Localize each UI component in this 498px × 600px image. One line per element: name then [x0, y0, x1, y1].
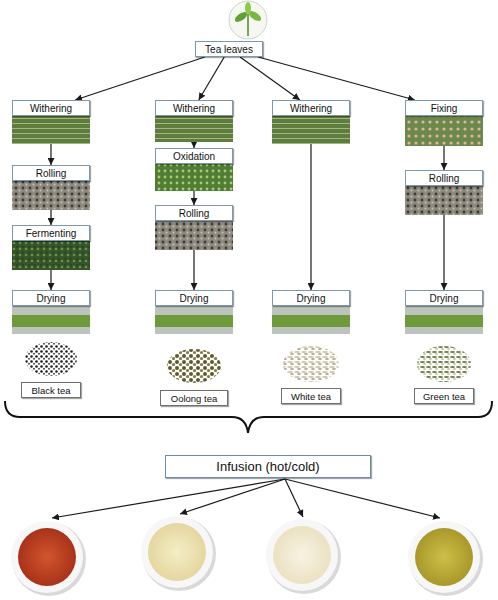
leaf-icon-disc	[229, 1, 267, 39]
node-label: Rolling	[13, 167, 89, 180]
cup-rim	[408, 521, 480, 593]
drying-photo-bg	[405, 306, 483, 334]
process-box: Drying	[405, 290, 483, 306]
infusion-arrow	[285, 479, 440, 518]
drying-belt	[405, 315, 483, 327]
drying-photo-bg	[155, 306, 233, 334]
fixing-photo	[405, 116, 483, 146]
flow-arrow	[258, 57, 415, 100]
process-box: Rolling	[155, 205, 233, 221]
infusion-arrow	[180, 479, 285, 514]
node-label: Fixing	[406, 102, 482, 115]
cup-rim	[11, 521, 83, 593]
cup-rim	[266, 519, 338, 591]
cup-shadow	[409, 522, 483, 596]
process-box: Rolling	[12, 165, 90, 181]
process-box: Withering	[272, 100, 350, 116]
node-label: Drying	[406, 292, 482, 305]
grouping-brace	[5, 401, 492, 433]
product-box: Green tea	[414, 388, 474, 404]
drying-photo	[12, 306, 90, 334]
node-label: Fermenting	[13, 227, 89, 240]
node-label: Infusion (hot/cold)	[166, 457, 370, 476]
node-label: Drying	[156, 292, 232, 305]
tea-liquor	[273, 526, 331, 584]
process-box: Oxidation	[155, 148, 233, 164]
withering-photo	[12, 116, 90, 144]
node-label: Oxidation	[156, 150, 232, 163]
withering-photo	[155, 116, 233, 142]
flow-arrow	[75, 57, 205, 100]
node-label: Tea leaves	[196, 43, 262, 56]
drying-photo-bg	[12, 306, 90, 334]
oolong-tea-leaves	[167, 349, 221, 383]
drying-photo	[405, 306, 483, 334]
tea-liquor	[415, 528, 473, 586]
node-label: Drying	[273, 292, 349, 305]
black-tea-cup	[11, 521, 86, 596]
infusion-arrow	[52, 479, 285, 518]
process-box: Withering	[12, 100, 90, 116]
leaf-stem	[247, 14, 249, 36]
green-tea-cup	[408, 521, 483, 596]
infusion-box: Infusion (hot/cold)	[165, 455, 371, 478]
node-label: Withering	[13, 102, 89, 115]
tea-liquor	[148, 523, 206, 581]
black-tea-leaves	[25, 342, 77, 376]
white-tea-cup	[266, 519, 341, 594]
process-box: Fermenting	[12, 225, 90, 241]
drying-belt	[12, 315, 90, 327]
product-box: Black tea	[21, 382, 81, 398]
cup-rim	[141, 516, 213, 588]
rolling-photo	[12, 181, 90, 210]
process-box: Drying	[272, 290, 350, 306]
process-box: Drying	[12, 290, 90, 306]
drying-belt	[155, 315, 233, 327]
drying-photo	[272, 306, 350, 334]
node-label: White tea	[282, 390, 340, 403]
cup-shadow	[267, 520, 341, 594]
drying-belt	[272, 315, 350, 327]
node-label: Green tea	[415, 390, 473, 403]
node-label: Withering	[273, 102, 349, 115]
leaf-bud	[245, 2, 251, 14]
infusion-arrow	[285, 479, 303, 517]
green-tea-leaves	[417, 346, 471, 382]
tea-liquor	[18, 528, 76, 586]
node-label: Black tea	[22, 384, 80, 397]
cup-shadow	[12, 522, 86, 596]
oolong-tea-cup	[141, 516, 216, 591]
rolling-photo	[405, 186, 483, 215]
node-label: Drying	[13, 292, 89, 305]
product-box: White tea	[281, 388, 341, 404]
node-label: Withering	[156, 102, 232, 115]
flow-arrow	[199, 57, 225, 100]
process-box: Rolling	[405, 170, 483, 186]
product-box: Oolong tea	[160, 390, 228, 406]
fermenting-photo	[12, 241, 90, 270]
flow-arrow	[240, 57, 300, 100]
process-box: Drying	[155, 290, 233, 306]
node-label: Rolling	[406, 172, 482, 185]
withering-photo	[272, 116, 350, 144]
process-box: Fixing	[405, 100, 483, 116]
oxidation-photo	[155, 163, 233, 191]
rolling-photo	[155, 221, 233, 250]
node-label: Rolling	[156, 207, 232, 220]
source-box: Tea leaves	[195, 41, 263, 57]
white-tea-leaves	[283, 346, 339, 382]
node-label: Oolong tea	[161, 392, 227, 405]
cup-shadow	[142, 517, 216, 591]
process-box: Withering	[155, 100, 233, 116]
drying-photo-bg	[272, 306, 350, 334]
drying-photo	[155, 306, 233, 334]
